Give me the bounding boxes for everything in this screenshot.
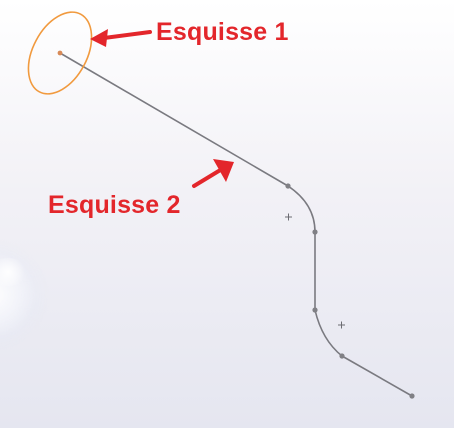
path-point-arc2-end[interactable] <box>339 353 345 359</box>
arc1-center-plus-icon <box>285 213 292 221</box>
annotation-label-sketch1: Esquisse 1 <box>156 18 289 46</box>
sketch2-sweep-path[interactable] <box>59 52 413 397</box>
path-point-arc2-start[interactable] <box>312 307 318 313</box>
annotation-label-sketch2: Esquisse 2 <box>48 191 181 219</box>
path-point-arc1-end[interactable] <box>312 229 318 235</box>
arc2-center-plus-icon <box>338 321 345 329</box>
sketch1-origin-point[interactable] <box>57 50 63 56</box>
path-endpoint[interactable] <box>409 393 415 399</box>
annotation-arrow-1-icon <box>90 29 152 47</box>
annotation-arrow-2-icon <box>192 159 234 188</box>
path-point-arc1-start[interactable] <box>285 183 291 189</box>
sketch1-profile-ellipse[interactable] <box>16 1 105 104</box>
